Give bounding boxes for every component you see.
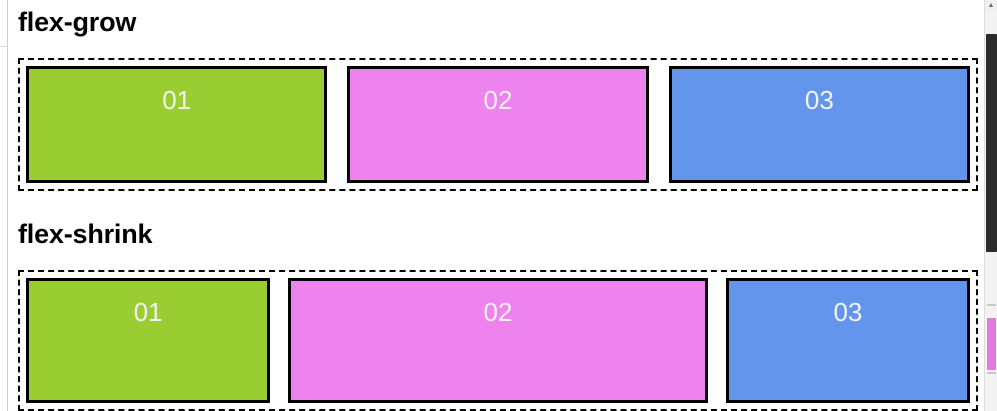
section-title-flex-grow: flex-grow <box>18 7 137 37</box>
flex-item-label: 01 <box>162 85 192 115</box>
scrollbar-marker-line <box>987 372 996 374</box>
flex-item-grow-01: 01 <box>26 66 328 183</box>
scroll-up-arrow-icon[interactable]: ▲ <box>985 0 997 11</box>
flex-item-label: 01 <box>133 297 163 327</box>
flex-item-shrink-02: 02 <box>288 278 708 403</box>
flex-item-grow-02: 02 <box>347 66 649 183</box>
flex-item-grow-03: 03 <box>668 66 970 183</box>
flex-item-label: 02 <box>483 297 513 327</box>
flex-container-grow: 01 02 03 <box>18 58 978 191</box>
flex-item-label: 02 <box>483 85 513 115</box>
flex-container-shrink: 01 02 03 <box>18 270 978 411</box>
flex-item-shrink-03: 03 <box>725 278 970 403</box>
vertical-scrollbar[interactable]: ▲ <box>984 0 997 411</box>
scrollbar-minimap-block <box>987 318 996 370</box>
left-gutter-seam <box>0 46 8 47</box>
flex-item-label: 03 <box>833 297 863 327</box>
flex-item-shrink-01: 01 <box>26 278 271 403</box>
flex-item-label: 03 <box>804 85 834 115</box>
section-title-flex-shrink: flex-shrink <box>18 219 153 249</box>
left-gutter <box>0 0 8 411</box>
page-content: flex-grow 01 02 03 flex-shrink 01 02 03 <box>9 0 984 411</box>
scrollbar-thumb[interactable] <box>986 34 997 252</box>
scrollbar-marker-line <box>987 304 996 306</box>
